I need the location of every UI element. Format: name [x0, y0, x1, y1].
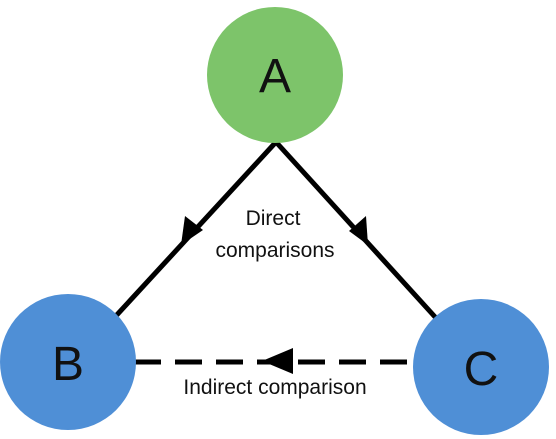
arrowhead-a-to-b — [181, 216, 203, 245]
direct-label-line2: comparisons — [215, 239, 334, 262]
node-b-label: B — [52, 338, 84, 391]
arrowhead-c-to-b — [262, 348, 293, 374]
node-a-circle — [207, 7, 343, 143]
node-c-label: C — [464, 343, 499, 396]
node-c-circle — [413, 299, 549, 435]
indirect-label: Indirect comparison — [183, 376, 366, 399]
node-b-circle — [0, 294, 136, 430]
direct-label-line1: Direct — [246, 207, 301, 230]
node-a-label: A — [259, 50, 291, 103]
arrowhead-a-to-c — [349, 216, 368, 245]
